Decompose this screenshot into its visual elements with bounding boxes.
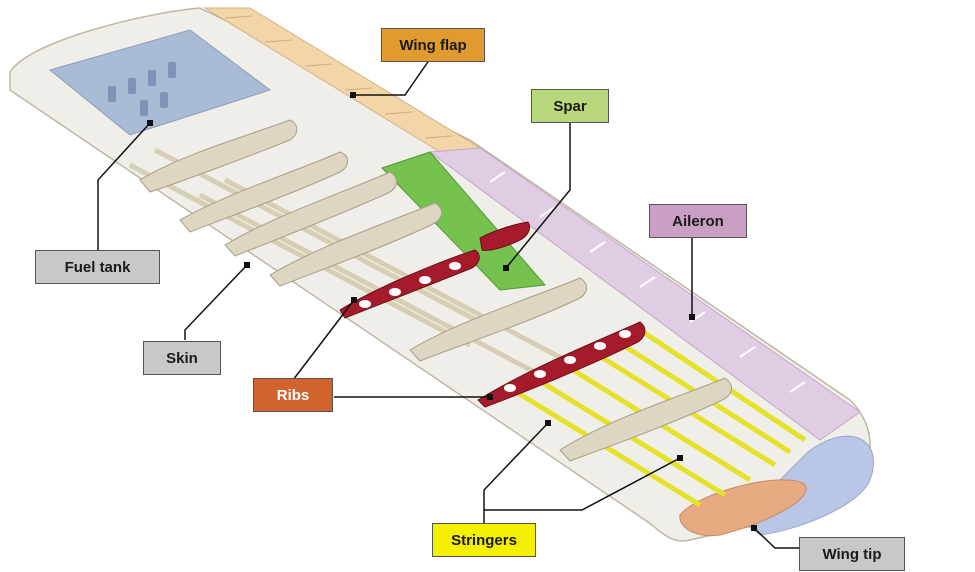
ribs-label: Ribs <box>253 378 333 412</box>
aileron-label: Aileron <box>649 204 747 238</box>
fuel-tank-label: Fuel tank <box>35 250 160 284</box>
spar <box>381 151 546 291</box>
wing-flap-label: Wing flap <box>381 28 485 62</box>
aileron <box>428 147 861 441</box>
stringers-label: Stringers <box>432 523 536 557</box>
wing-tip-cap <box>679 479 807 537</box>
wing-tip-label: Wing tip <box>799 537 905 571</box>
rib-red-2 <box>479 221 531 251</box>
rib-red-1 <box>339 249 480 319</box>
fuel-tank <box>48 29 272 136</box>
spar-label: Spar <box>531 89 609 123</box>
skin-label: Skin <box>143 341 221 375</box>
